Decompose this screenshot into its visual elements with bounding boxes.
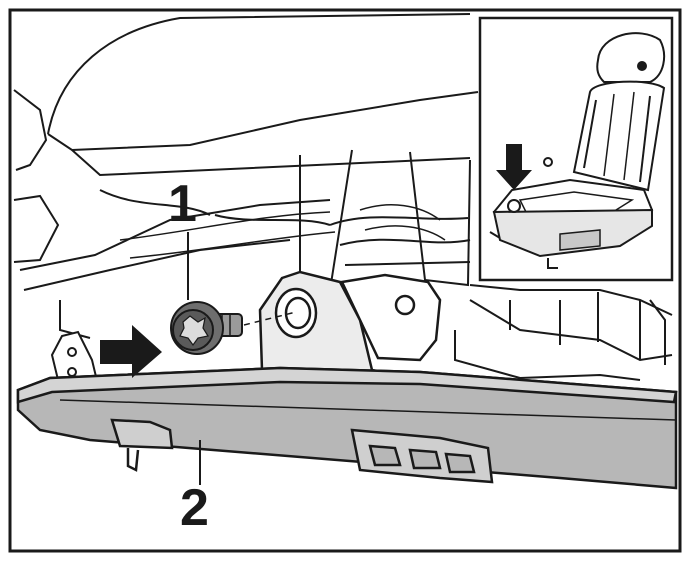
seat-rail bbox=[16, 366, 678, 490]
mounting-bracket bbox=[258, 270, 442, 397]
seat-frame-background bbox=[13, 13, 673, 381]
inset-seat bbox=[489, 32, 666, 269]
arrow-down-icon bbox=[496, 144, 532, 190]
bolt bbox=[170, 301, 243, 355]
callout-label-2: 2 bbox=[180, 479, 209, 537]
callout-label-1: 1 bbox=[168, 175, 197, 233]
inset-panel bbox=[478, 16, 674, 282]
seat-springs bbox=[119, 204, 446, 259]
alignment-line bbox=[243, 311, 297, 326]
arrow-right-icon bbox=[100, 325, 162, 378]
